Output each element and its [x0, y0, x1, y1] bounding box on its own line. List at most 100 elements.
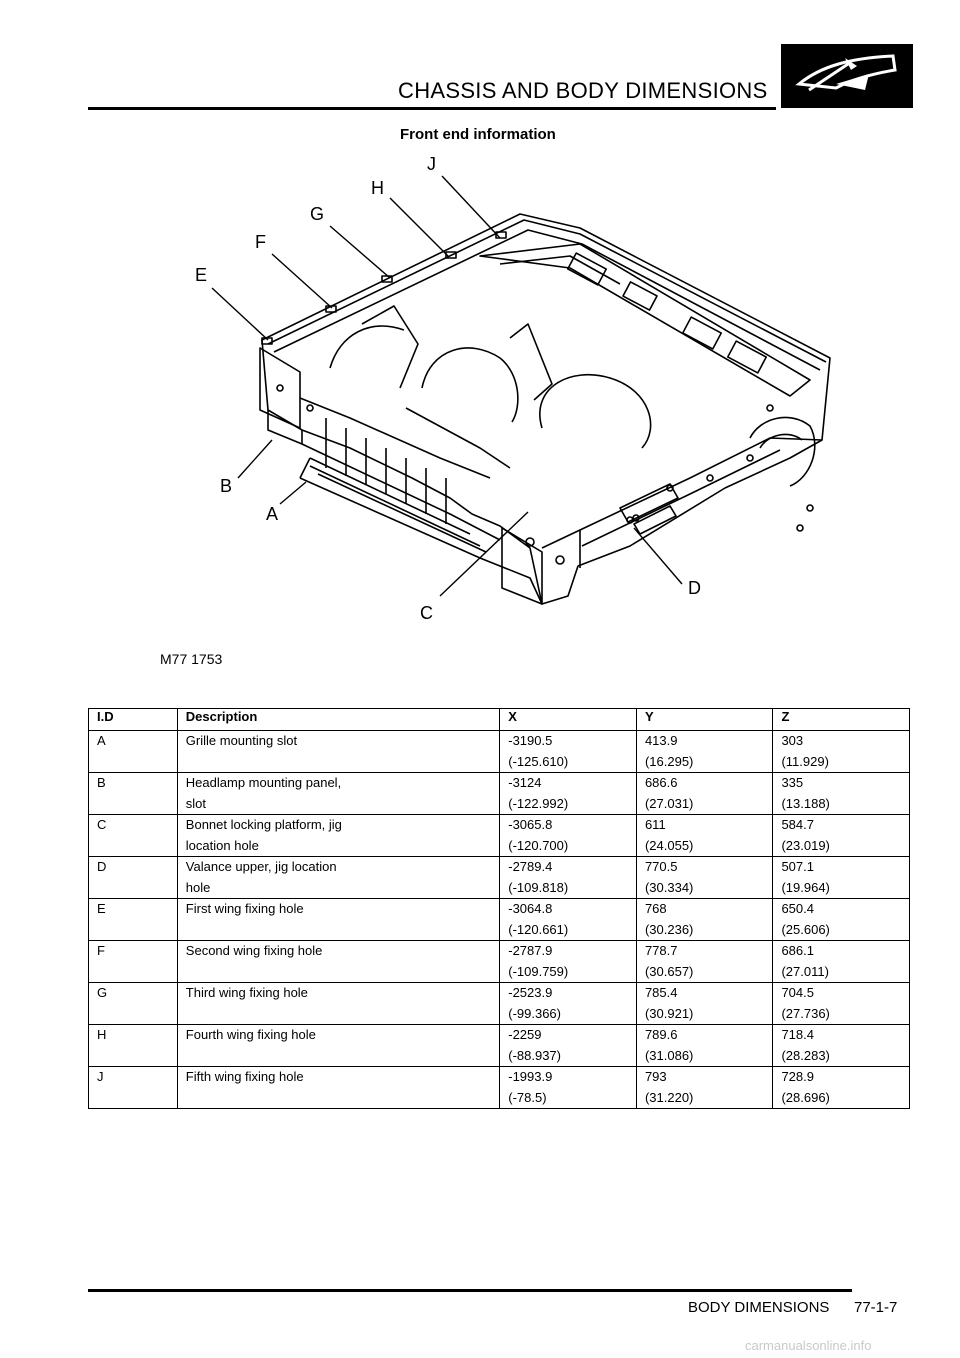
y-cell: 770.5: [635, 856, 774, 878]
id-cell: E: [88, 898, 178, 920]
y-cell: 611: [635, 814, 774, 836]
z-cell: 718.4: [772, 1024, 910, 1046]
table-header-row: I.D Description X Y Z: [88, 708, 910, 731]
callout-c: C: [420, 603, 433, 623]
column-header-description: Description: [176, 708, 501, 731]
id-cell: [88, 1045, 178, 1067]
y-cell: 768: [635, 898, 774, 920]
callout-j: J: [427, 154, 436, 174]
x-cell: (-78.5): [499, 1087, 637, 1109]
x-cell: (-99.366): [499, 1003, 637, 1025]
x-cell: -3124: [499, 772, 637, 794]
z-cell: (27.011): [772, 961, 910, 983]
description-cell: Headlamp mounting panel,: [176, 772, 501, 794]
table-row: location hole(-120.700)(24.055)(23.019): [88, 835, 910, 857]
description-cell: Second wing fixing hole: [176, 940, 501, 962]
x-cell: -2523.9: [499, 982, 637, 1004]
id-cell: D: [88, 856, 178, 878]
z-cell: 335: [772, 772, 910, 794]
description-cell: slot: [176, 793, 501, 815]
front-end-figure: J H G F E B A C D: [150, 148, 850, 638]
column-header-id: I.D: [88, 708, 178, 731]
x-cell: (-125.610): [499, 751, 637, 773]
id-cell: C: [88, 814, 178, 836]
table-row: (-120.661)(30.236)(25.606): [88, 919, 910, 941]
description-cell: [176, 919, 501, 941]
callout-h: H: [371, 178, 384, 198]
z-cell: (25.606): [772, 919, 910, 941]
description-cell: Fifth wing fixing hole: [176, 1066, 501, 1088]
description-cell: [176, 961, 501, 983]
figure-reference-id: M77 1753: [160, 651, 223, 667]
description-cell: First wing fixing hole: [176, 898, 501, 920]
column-header-x: X: [499, 708, 637, 731]
id-cell: [88, 1003, 178, 1025]
y-cell: (30.657): [635, 961, 774, 983]
description-cell: location hole: [176, 835, 501, 857]
y-cell: 789.6: [635, 1024, 774, 1046]
y-cell: (30.236): [635, 919, 774, 941]
description-cell: [176, 1087, 501, 1109]
description-cell: Fourth wing fixing hole: [176, 1024, 501, 1046]
description-cell: hole: [176, 877, 501, 899]
z-cell: (28.696): [772, 1087, 910, 1109]
z-cell: 686.1: [772, 940, 910, 962]
description-cell: Grille mounting slot: [176, 730, 501, 752]
x-cell: -3064.8: [499, 898, 637, 920]
id-cell: H: [88, 1024, 178, 1046]
id-cell: G: [88, 982, 178, 1004]
description-cell: Bonnet locking platform, jig: [176, 814, 501, 836]
callout-e: E: [195, 265, 208, 285]
x-cell: (-120.700): [499, 835, 637, 857]
z-cell: 303: [772, 730, 910, 752]
description-cell: Valance upper, jig location: [176, 856, 501, 878]
id-cell: [88, 835, 178, 857]
z-cell: (27.736): [772, 1003, 910, 1025]
id-cell: [88, 793, 178, 815]
x-cell: (-109.818): [499, 877, 637, 899]
x-cell: (-109.759): [499, 961, 637, 983]
y-cell: (30.334): [635, 877, 774, 899]
id-cell: [88, 751, 178, 773]
id-cell: F: [88, 940, 178, 962]
y-cell: 793: [635, 1066, 774, 1088]
z-cell: (23.019): [772, 835, 910, 857]
id-cell: [88, 919, 178, 941]
id-cell: [88, 1087, 178, 1109]
y-cell: (27.031): [635, 793, 774, 815]
front-end-drawing: [211, 175, 831, 605]
x-cell: (-120.661): [499, 919, 637, 941]
x-cell: -2789.4: [499, 856, 637, 878]
y-cell: (16.295): [635, 751, 774, 773]
callout-a: A: [266, 504, 279, 524]
id-cell: A: [88, 730, 178, 752]
page-number: 77-1-7: [854, 1299, 898, 1316]
table-row: (-125.610)(16.295)(11.929): [88, 751, 910, 773]
car-wing-section-icon: [781, 44, 913, 108]
footer-rule: [88, 1289, 852, 1292]
callout-g: G: [310, 204, 325, 224]
table-row: (-99.366)(30.921)(27.736): [88, 1003, 910, 1025]
y-cell: 778.7: [635, 940, 774, 962]
z-cell: (28.283): [772, 1045, 910, 1067]
id-cell: B: [88, 772, 178, 794]
id-cell: [88, 877, 178, 899]
x-cell: -3190.5: [499, 730, 637, 752]
table-row: (-109.759)(30.657)(27.011): [88, 961, 910, 983]
z-cell: (13.188): [772, 793, 910, 815]
z-cell: 584.7: [772, 814, 910, 836]
x-cell: (-88.937): [499, 1045, 637, 1067]
watermark: carmanualsonline.info: [745, 1338, 872, 1353]
column-header-y: Y: [635, 708, 774, 731]
x-cell: -2787.9: [499, 940, 637, 962]
y-cell: (31.220): [635, 1087, 774, 1109]
callout-d: D: [688, 578, 701, 598]
